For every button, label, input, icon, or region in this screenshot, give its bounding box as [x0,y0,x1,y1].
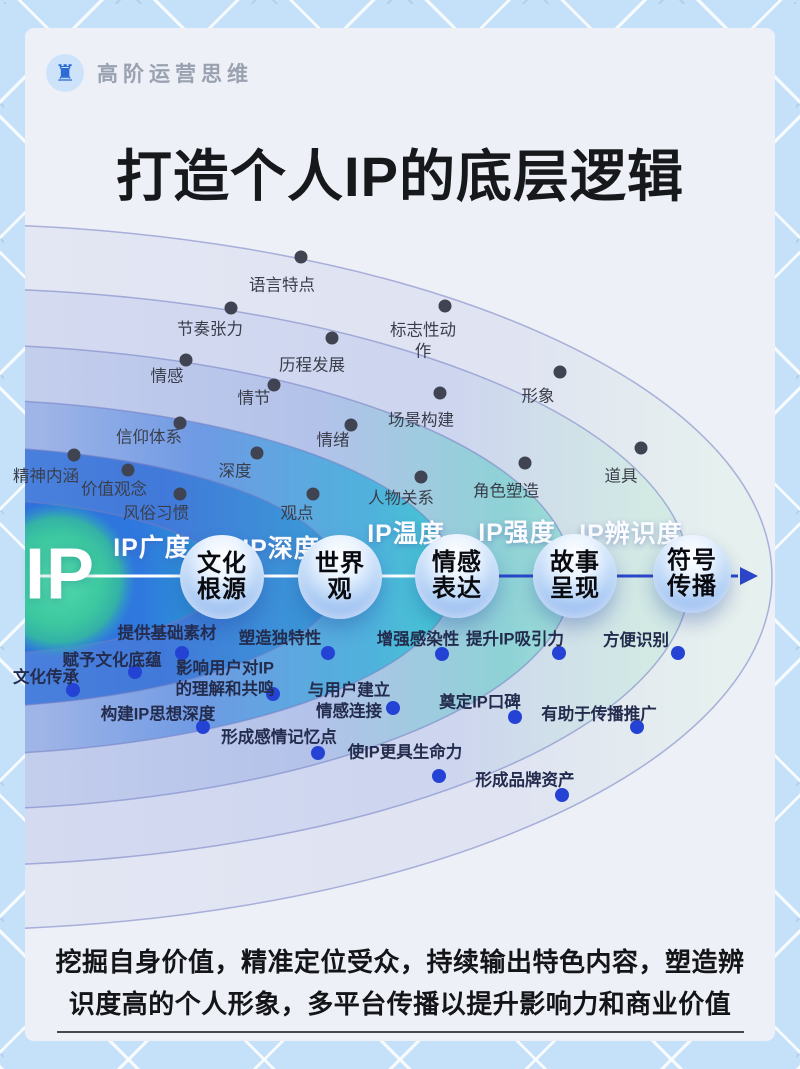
orbit-item-label-upper-15: 角色塑造 [473,482,539,501]
orbit-item-label-lower-10: 构建IP思想深度 [100,705,216,724]
orbit-dot-upper-7 [553,365,567,379]
orbit-item-label-upper-4: 历程发展 [279,356,345,375]
orbit-dot-upper-14 [121,463,135,477]
orbit-dot-lower-5 [671,646,685,660]
orbit-dot-lower-3 [435,647,449,661]
orbit-item-label-upper-3: 标志性动 作 [390,321,456,360]
orbit-item-label-upper-11: 深度 [218,462,252,481]
orbit-dot-upper-3 [438,299,452,313]
orbit-dot-upper-10 [344,418,358,432]
orbit-item-label-lower-7: 文化传承 [13,668,79,687]
ip-core-glow [25,480,158,680]
orbit-item-label-lower-15: 形成品牌资产 [475,771,575,790]
brand-header: ♜ 高阶运营思维 [46,54,253,92]
brand-name: 高阶运营思维 [97,63,253,86]
orbit-dot-upper-16 [306,487,320,501]
ring-label-1: IP广度 [113,534,191,562]
orbit-item-label-lower-5: 方便识别 [603,631,669,650]
orbit-dot-lower-1 [175,646,189,660]
orbit-dot-lower-14 [432,769,446,783]
orbit-dot-lower-2 [321,646,335,660]
orbit-item-label-upper-5: 情感 [150,367,184,386]
orbit-dot-upper-1 [294,250,308,264]
orbit-dot-lower-11 [508,710,522,724]
orbit-item-label-lower-14: 使IP更具生命力 [347,743,463,762]
orbit-item-label-upper-7: 形象 [521,387,555,406]
stage-node-5: 符号 传播 [653,535,731,613]
orbit-item-label-lower-11: 奠定IP口碑 [439,693,521,712]
orbit-item-label-lower-6: 赋予文化底蕴 [62,651,162,670]
orbit-dot-lower-10 [196,720,210,734]
orbit-dot-upper-8 [433,386,447,400]
orbit-dot-lower-9 [386,701,400,715]
orbit-item-label-upper-16: 观点 [280,504,314,523]
orbit-item-label-lower-4: 提升IP吸引力 [465,630,565,649]
axis-arrow-icon [740,567,758,585]
footer-summary: 挖掘自身价值，精准定位受众，持续输出特色内容，塑造辨 识度高的个人形象，多平台传… [55,947,745,1020]
orbit-item-label-upper-12: 道具 [604,467,638,486]
orbit-dot-lower-7 [66,683,80,697]
orbit-item-label-lower-9: 与用户建立 情感连接 [307,681,391,720]
orbit-dot-upper-2 [224,301,238,315]
orbit-dot-upper-9 [173,416,187,430]
orbit-item-label-upper-18: 人物关系 [368,489,434,508]
orbit-item-label-upper-10: 情绪 [316,431,350,450]
orbit-item-label-upper-13: 精神内涵 [13,467,79,486]
orbit-dot-upper-18 [414,470,428,484]
orbit-dot-lower-12 [630,720,644,734]
orbit-item-label-upper-9: 信仰体系 [116,428,182,447]
orbit-item-label-lower-8: 影响用户对IP 的理解和共鸣 [175,659,275,698]
orbit-dot-lower-15 [555,788,569,802]
stage-node-4: 故事 呈现 [533,534,617,618]
orbit-dot-upper-11 [250,446,264,460]
orbit-item-label-lower-12: 有助于传播推广 [541,705,657,724]
orbit-dot-lower-13 [311,746,325,760]
orbit-dot-upper-13 [67,448,81,462]
orbit-dot-upper-5 [179,353,193,367]
orbit-item-label-lower-2: 塑造独特性 [238,629,322,648]
orbit-dot-upper-12 [634,441,648,455]
ring-label-4: IP强度 [478,519,556,547]
orbit-item-label-upper-1: 语言特点 [249,276,315,295]
orbit-item-label-upper-17: 风俗习惯 [123,504,189,523]
orbit-dot-lower-4 [552,646,566,660]
stage-node-1: 文化 根源 [180,535,264,619]
orbit-dot-upper-15 [518,456,532,470]
orbit-item-label-lower-13: 形成感情记忆点 [221,728,337,747]
orbit-item-label-upper-8: 场景构建 [388,411,454,430]
footer-divider [57,1031,744,1033]
stage-node-2: 世界 观 [298,535,382,619]
orbit-dot-lower-8 [266,687,280,701]
orbit-item-label-lower-1: 提供基础素材 [117,624,217,643]
ip-core-label: IP [24,534,96,615]
orbit-dot-upper-6 [267,378,281,392]
rook-icon: ♜ [46,54,84,92]
orbit-item-label-upper-2: 节奏张力 [177,320,243,339]
page-title: 打造个人IP的底层逻辑 [116,145,684,208]
orbit-dot-upper-4 [325,331,339,345]
orbit-item-label-upper-14: 价值观念 [81,480,147,499]
orbit-item-label-lower-3: 增强感染性 [376,630,460,649]
orbit-dot-lower-6 [128,665,142,679]
orbit-item-label-upper-6: 情节 [237,389,271,408]
stage-node-3: 情感 表达 [415,534,499,618]
orbit-dot-upper-17 [173,487,187,501]
